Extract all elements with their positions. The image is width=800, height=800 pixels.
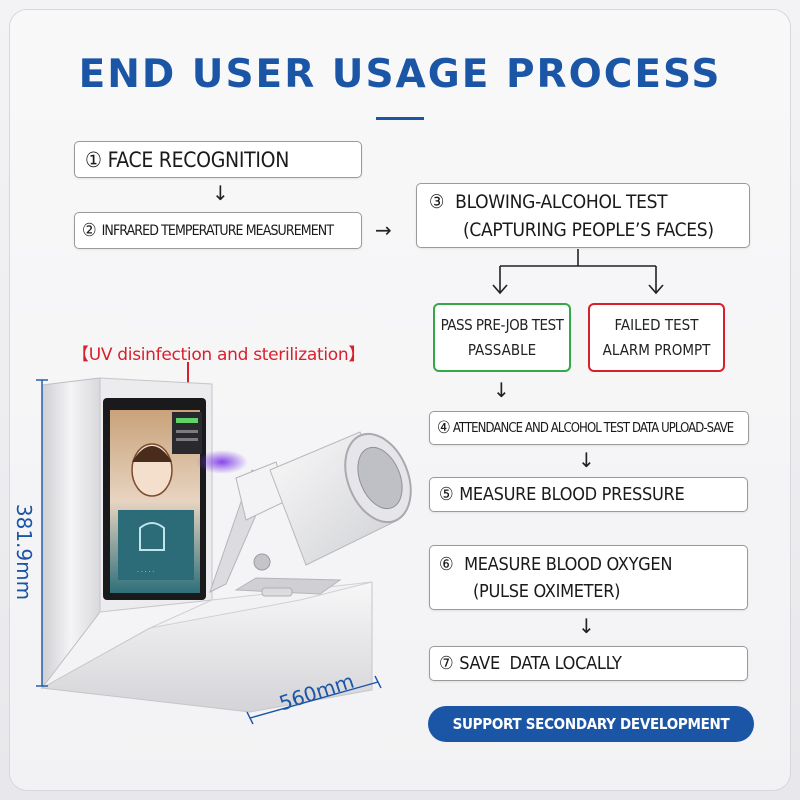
pass-result-box: PASS PRE-JOB TEST PASSABLE: [433, 303, 571, 372]
step-label: INFRARED TEMPERATURE MEASUREMENT: [101, 222, 334, 239]
step-number: ⑤: [439, 484, 454, 505]
step-line-2: (PULSE OXIMETER): [473, 580, 621, 602]
svg-text:· · · · ·: · · · · ·: [137, 569, 154, 576]
title-underline: [376, 117, 424, 120]
fail-result-box: FAILED TEST ALARM PROMPT: [588, 303, 725, 372]
arrow-down-icon: ↓: [578, 614, 595, 638]
step-number: ④: [437, 418, 451, 438]
step-label: BLOWING-ALCOHOL TEST: [455, 190, 668, 213]
pass-line-2: PASSABLE: [467, 340, 537, 359]
width-dimension-line: [249, 681, 379, 719]
arrow-down-icon: ↓: [578, 448, 595, 472]
step-face-recognition: ① FACE RECOGNITION: [74, 141, 362, 178]
uv-light-glow: [196, 450, 248, 474]
step-label: SAVE DATA LOCALLY: [459, 653, 622, 674]
step-label: FACE RECOGNITION: [107, 147, 290, 172]
step-label: MEASURE BLOOD OXYGEN: [464, 553, 673, 575]
arrow-down-icon: ↓: [212, 181, 229, 205]
step-line-1: ⑥ MEASURE BLOOD OXYGEN: [439, 551, 672, 578]
step-attendance-upload: ④ ATTENDANCE AND ALCOHOL TEST DATA UPLOA…: [429, 411, 749, 445]
oximeter-cylinder: [269, 431, 412, 566]
step-number: ①: [85, 147, 102, 172]
step-infrared-temperature: ② INFRARED TEMPERATURE MEASUREMENT: [74, 212, 362, 249]
arrow-right-icon: →: [375, 218, 392, 242]
step-number: ③: [429, 190, 445, 213]
step-blood-oxygen: ⑥ MEASURE BLOOD OXYGEN (PULSE OXIMETER): [429, 545, 748, 610]
support-development-badge: SUPPORT SECONDARY DEVELOPMENT: [428, 706, 754, 742]
pass-line-1: PASS PRE-JOB TEST: [440, 315, 564, 334]
step-line-1: ③ BLOWING-ALCOHOL TEST: [429, 188, 668, 216]
step-number: ②: [82, 220, 97, 241]
device-side-panel: [41, 377, 101, 690]
step-number: ⑦: [439, 653, 454, 674]
step-number: ⑥: [439, 553, 454, 575]
device-base: [40, 581, 373, 713]
step-save-locally: ⑦ SAVE DATA LOCALLY: [429, 646, 748, 681]
page-title: END USER USAGE PROCESS: [78, 52, 722, 97]
fail-line-1: FAILED TEST: [614, 315, 699, 334]
height-dimension-label: 381.9mm: [12, 503, 37, 601]
step-blood-pressure: ⑤ MEASURE BLOOD PRESSURE: [429, 477, 748, 512]
step-blowing-alcohol-test: ③ BLOWING-ALCOHOL TEST (CAPTURING PEOPLE…: [416, 183, 750, 248]
step-label: ATTENDANCE AND ALCOHOL TEST DATA UPLOAD-…: [452, 420, 734, 436]
step-label: MEASURE BLOOD PRESSURE: [459, 484, 685, 505]
fail-line-2: ALARM PROMPT: [602, 340, 711, 359]
step-line-2: (CAPTURING PEOPLE’S FACES): [463, 218, 714, 241]
uv-disinfection-label: 【UV disinfection and sterilization】: [72, 345, 366, 365]
arrow-down-icon: ↓: [493, 378, 510, 402]
kiosk-device-illustration: · · · · ·: [36, 362, 412, 725]
